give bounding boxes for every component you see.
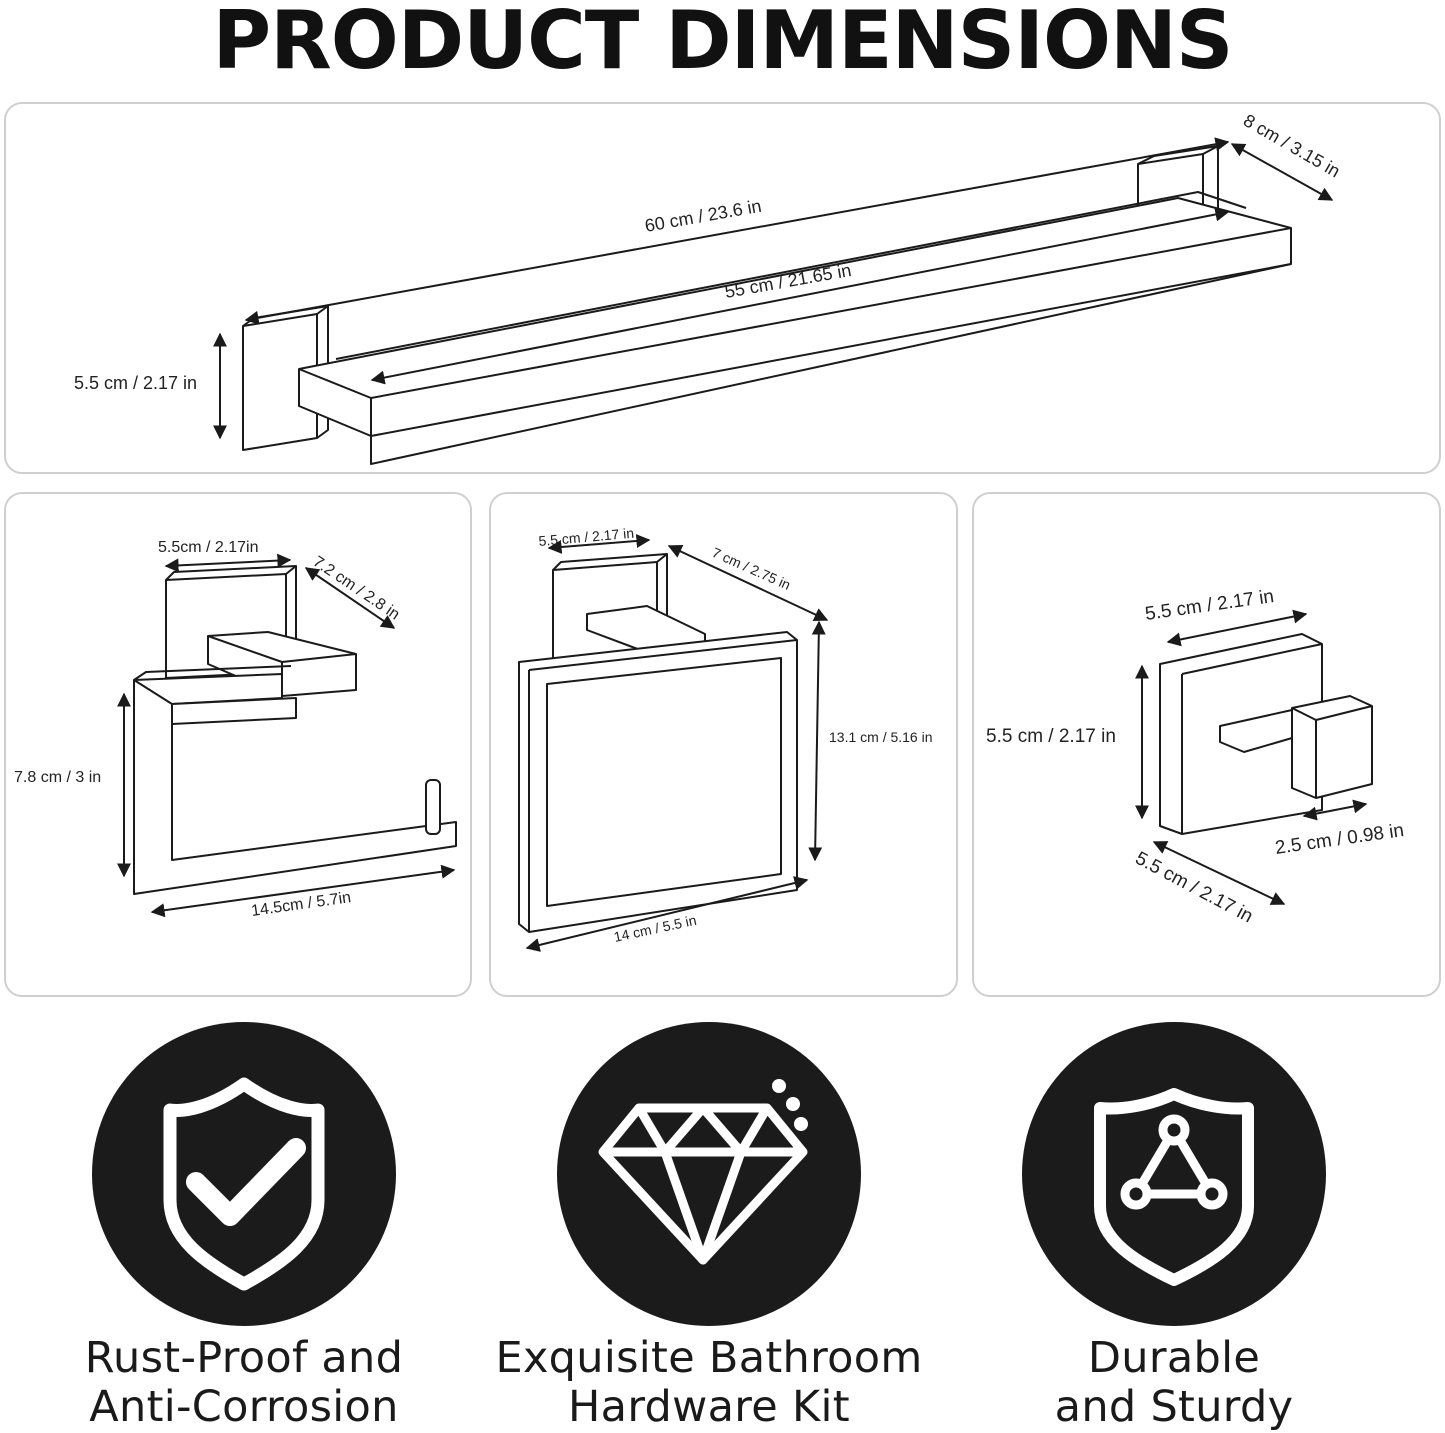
towel-ring-drawing: 5.5 cm / 2.17 in 7 cm / 2.75 in 13.1 cm …	[518, 525, 933, 952]
shield-triangle-icon	[1094, 1088, 1254, 1286]
towel-bar-rod	[298, 197, 1292, 465]
exquisite-line2: Hardware Kit	[568, 1382, 850, 1432]
paper-holder-drawing: 5.5cm / 2.17in 7.2 cm / 2.8 in 7.8 cm / …	[14, 539, 457, 920]
robe-hook-drawing: 5.5 cm / 2.17 in 5.5 cm / 2.17 in 2.5 cm…	[986, 586, 1406, 928]
label-height: 5.5 cm / 2.17 in	[986, 726, 1116, 747]
robe-hook-arm	[1219, 709, 1293, 753]
dim-bar-length	[370, 207, 1230, 385]
rust-proof-caption: Rust-Proof and Anti-Corrosion	[24, 1334, 464, 1432]
dim-length	[150, 864, 456, 918]
label-depth: 7.2 cm / 2.8 in	[310, 553, 403, 623]
rust-proof-badge	[92, 1022, 396, 1326]
dim-depth	[1230, 143, 1334, 201]
shield-check-icon	[163, 1077, 325, 1291]
label-length: 14.5cm / 5.7in	[250, 889, 352, 920]
dim-width	[1166, 609, 1308, 647]
durable-badge	[1022, 1022, 1326, 1326]
rust-proof-line2: Anti-Corrosion	[89, 1382, 399, 1432]
durable-line1: Durable	[1087, 1333, 1261, 1383]
exquisite-line1: Exquisite Bathroom	[495, 1333, 923, 1383]
diamond-icon	[598, 1079, 808, 1265]
label-height: 13.1 cm / 5.16 in	[829, 729, 933, 745]
towel-bar-drawing: 60 cm / 23.6 in 55 cm / 21.65 in 8 cm / …	[74, 110, 1344, 465]
label-hook-depth: 2.5 cm / 0.98 in	[1274, 820, 1406, 859]
robe-hook-tip	[1291, 695, 1373, 799]
durable-caption: Durable and Sturdy	[954, 1334, 1394, 1432]
paper-holder-post	[425, 779, 441, 835]
label-base-width: 5.5cm / 2.17in	[158, 539, 259, 556]
dim-depth	[667, 545, 829, 621]
page-title: PRODUCT DIMENSIONS	[212, 0, 1233, 87]
label-height: 7.8 cm / 3 in	[14, 769, 101, 786]
durable-line2: and Sturdy	[1054, 1382, 1294, 1432]
dim-base-width	[164, 553, 292, 573]
dim-width	[525, 876, 809, 952]
dim-height	[808, 620, 826, 862]
exquisite-caption: Exquisite Bathroom Hardware Kit	[489, 1334, 929, 1432]
label-height: 5.5 cm / 2.17 in	[74, 373, 197, 393]
dim-depth	[304, 567, 396, 629]
paper-holder-panel: 5.5cm / 2.17in 7.2 cm / 2.8 in 7.8 cm / …	[4, 492, 472, 997]
towel-bar-panel: 60 cm / 23.6 in 55 cm / 21.65 in 8 cm / …	[4, 102, 1441, 474]
exquisite-badge	[557, 1022, 861, 1326]
robe-hook-panel: 5.5 cm / 2.17 in 5.5 cm / 2.17 in 2.5 cm…	[972, 492, 1441, 997]
dim-base-depth	[1152, 841, 1286, 905]
label-base-depth: 5.5 cm / 2.17 in	[1132, 848, 1257, 928]
label-width: 5.5 cm / 2.17 in	[1144, 586, 1276, 625]
towel-ring-panel: 5.5 cm / 2.17 in 7 cm / 2.75 in 13.1 cm …	[489, 492, 958, 997]
dim-hook-depth	[1302, 799, 1368, 821]
rust-proof-line1: Rust-Proof and	[84, 1333, 404, 1383]
label-depth: 8 cm / 3.15 in	[1240, 110, 1344, 181]
dim-base-width	[547, 534, 651, 554]
